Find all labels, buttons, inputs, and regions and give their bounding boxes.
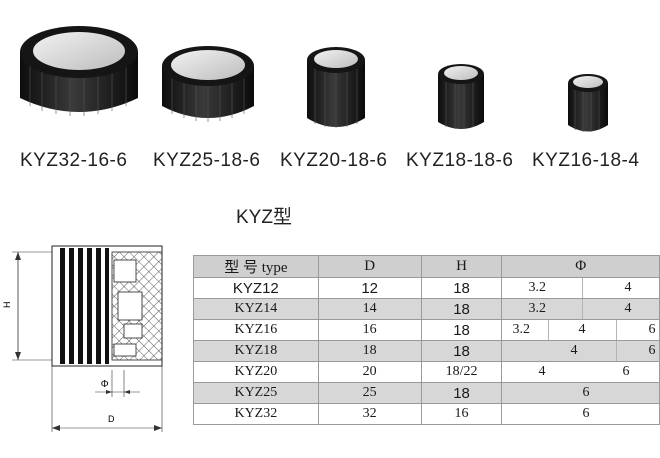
cell-d: 16 <box>317 319 422 341</box>
knob-image-kyz32 <box>18 24 140 126</box>
table-header-row: 型 号 type D H Φ <box>193 255 660 278</box>
section-title: KYZ型 <box>236 207 292 228</box>
product-label-kyz20: KYZ20-18-6 <box>280 150 388 171</box>
product-label-kyz32: KYZ32-16-6 <box>20 150 128 171</box>
cell-d: 20 <box>317 361 422 383</box>
cell-phi: 3.2 4 6 <box>501 319 660 341</box>
header-phi: Φ <box>501 255 660 278</box>
product-label-kyz16: KYZ16-18-4 <box>532 150 640 171</box>
cell-d: 14 <box>317 298 422 320</box>
cell-model: KYZ14 <box>193 298 319 320</box>
cell-phi: 4 6 <box>501 340 660 362</box>
cell-model: KYZ18 <box>193 340 319 362</box>
table-row: KYZ16 16 18 3.2 4 6 <box>193 319 660 341</box>
dimension-h-label: H <box>2 302 12 309</box>
knob-image-kyz20 <box>305 44 367 134</box>
phi-value: 4 <box>578 322 586 337</box>
phi-value: 3.2 <box>512 322 530 337</box>
product-label-kyz18: KYZ18-18-6 <box>406 150 514 171</box>
header-h: H <box>420 255 503 278</box>
product-label-kyz25: KYZ25-18-6 <box>153 150 261 171</box>
phi-value: 6 <box>648 343 656 358</box>
cell-phi: 6 <box>501 382 660 404</box>
cell-model: KYZ32 <box>193 403 319 425</box>
cell-d: 25 <box>317 382 422 404</box>
dimension-d-label: D <box>108 414 115 424</box>
table-row: KYZ14 14 18 3.2 4 <box>193 298 660 320</box>
dimension-phi-label: Φ <box>101 379 108 390</box>
cell-model: KYZ16 <box>193 319 319 341</box>
cell-model: KYZ25 <box>193 382 319 404</box>
header-d: D <box>317 255 422 278</box>
cell-h: 18 <box>420 319 503 341</box>
cell-d: 18 <box>317 340 422 362</box>
phi-value: 4 <box>570 343 578 358</box>
phi-value: 4 <box>624 280 632 295</box>
cell-model: KYZ20 <box>193 361 319 383</box>
cell-phi: 3.2 4 <box>501 298 660 320</box>
cell-model: KYZ12 <box>193 277 319 299</box>
table-row: KYZ18 18 18 4 6 <box>193 340 660 362</box>
cell-h: 18 <box>420 277 503 299</box>
product-photo-row: KYZ32-16-6 KYZ25-18-6 KYZ20-18-6 KYZ18-1… <box>0 0 660 190</box>
spec-table: 型 号 type D H Φ KYZ12 12 18 3.2 4 KYZ14 1… <box>193 255 660 425</box>
cell-d: 32 <box>317 403 422 425</box>
cell-phi: 3.2 4 <box>501 277 660 299</box>
cell-d: 12 <box>317 277 422 299</box>
phi-value: 3.2 <box>528 280 546 295</box>
cell-h: 18 <box>420 298 503 320</box>
cell-phi: 4 6 <box>501 361 660 383</box>
technical-drawing: H Φ D <box>0 232 185 453</box>
cell-h: 18 <box>420 340 503 362</box>
header-type: 型 号 type <box>193 255 319 278</box>
phi-value: 4 <box>624 301 632 316</box>
knob-image-kyz25 <box>160 44 256 130</box>
phi-value: 6 <box>582 385 590 400</box>
phi-value: 6 <box>622 364 630 379</box>
cell-h: 18 <box>420 382 503 404</box>
table-row: KYZ20 20 18/22 4 6 <box>193 361 660 383</box>
cell-h: 18/22 <box>420 361 503 383</box>
phi-value: 3.2 <box>528 301 546 316</box>
table-row: KYZ25 25 18 6 <box>193 382 660 404</box>
knob-image-kyz18 <box>436 62 486 134</box>
cell-h: 16 <box>420 403 503 425</box>
table-row: KYZ12 12 18 3.2 4 <box>193 277 660 299</box>
cell-phi: 6 <box>501 403 660 425</box>
phi-value: 6 <box>582 406 590 421</box>
knob-image-kyz16 <box>566 72 610 136</box>
phi-value: 6 <box>648 322 656 337</box>
table-row: KYZ32 32 16 6 <box>193 403 660 425</box>
phi-value: 4 <box>538 364 546 379</box>
